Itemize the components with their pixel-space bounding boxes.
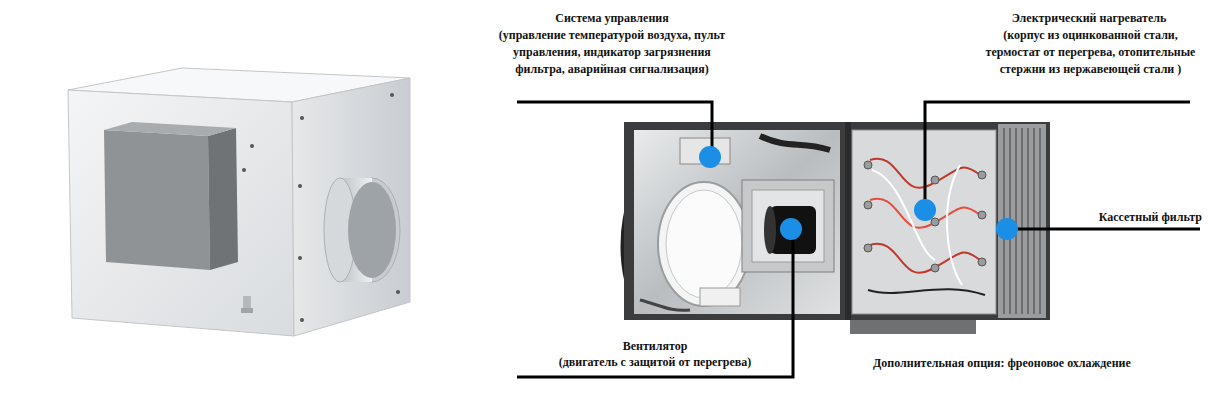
- callout-heading: Кассетный фильтр: [1082, 209, 1202, 226]
- callout-text: (корпус из оцинкованной стали, термостат…: [983, 27, 1198, 78]
- leader-line: [517, 102, 1200, 377]
- housing-3d: [68, 68, 410, 336]
- callout-dot: [699, 146, 1018, 240]
- note-text: Дополнительная опция: фреоновое охлажден…: [873, 355, 1193, 372]
- unit-cutaway: [623, 122, 1050, 334]
- callout-text: (управление температурой воздуха, пульт …: [492, 27, 732, 78]
- callout-heading: Вентилятор: [545, 338, 765, 355]
- callout-heading: Система управления: [482, 10, 742, 27]
- callout-text: (двигатель с защитой от перегрева): [525, 354, 785, 371]
- callout-heading: Электрический нагреватель: [974, 10, 1204, 27]
